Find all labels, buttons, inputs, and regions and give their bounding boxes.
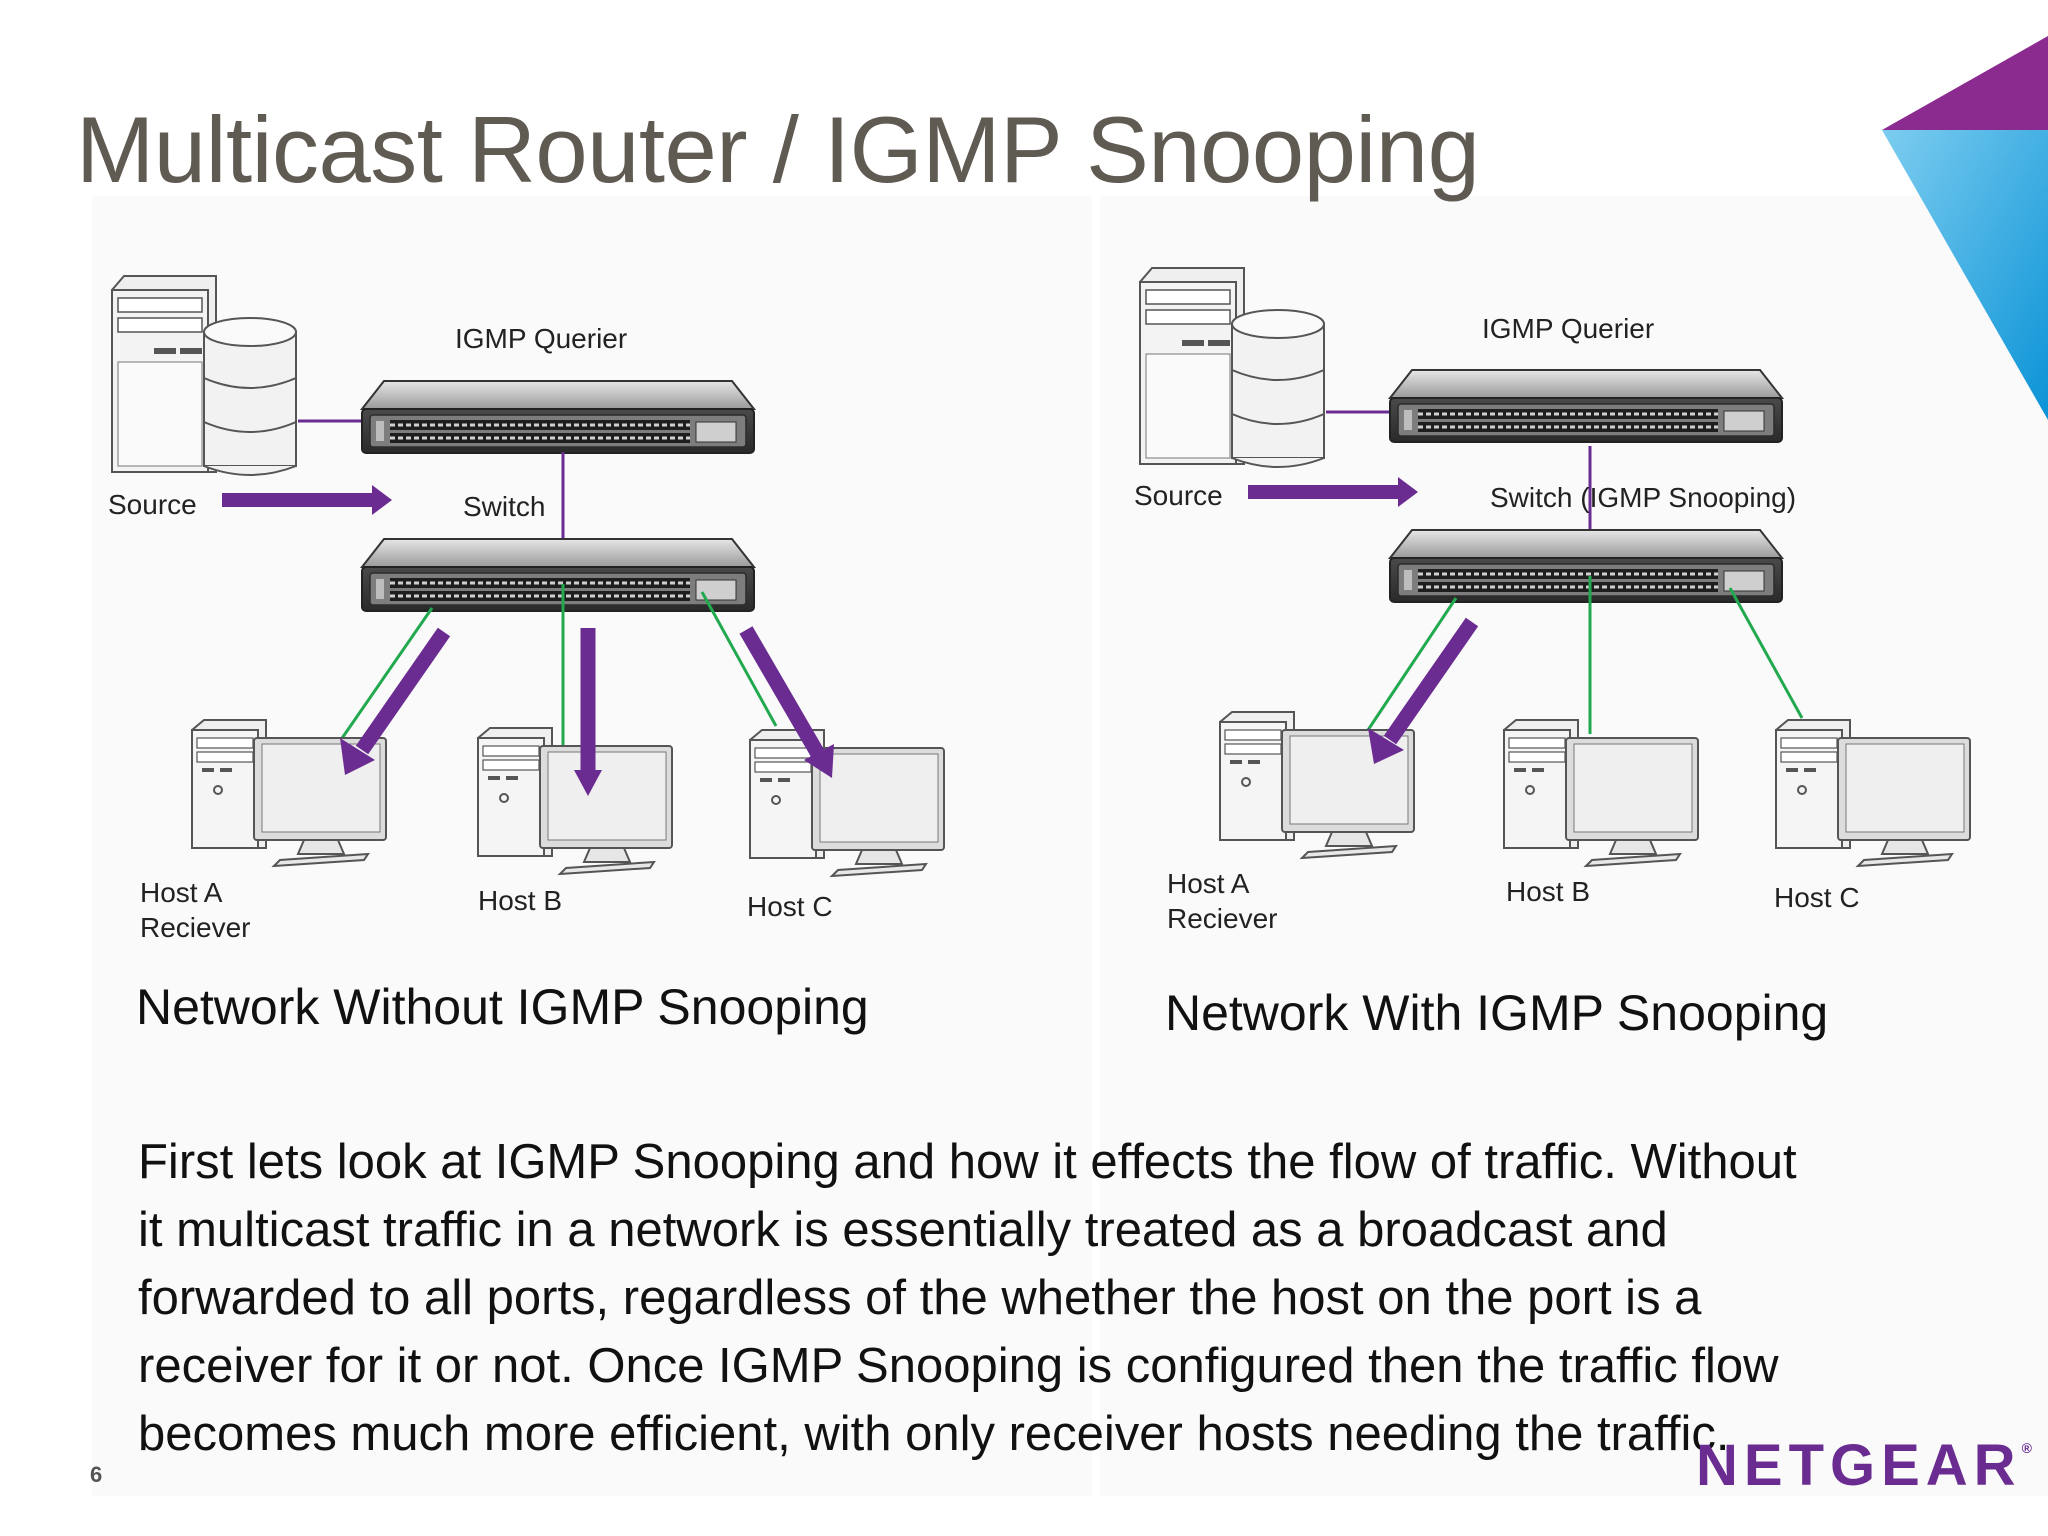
logo-text: NETGEAR	[1696, 1433, 2022, 1498]
left-switch-icon	[360, 537, 756, 613]
right-host-b-computer-icon	[1503, 719, 1699, 867]
left-host-c-computer-icon	[749, 729, 945, 877]
right-host-c-computer-icon	[1775, 719, 1971, 867]
right-host-c-label: Host C	[1774, 882, 1860, 913]
netgear-logo: NETGEAR®	[1696, 1432, 2032, 1499]
left-source-arrow-icon	[222, 485, 392, 515]
left-diagram	[111, 275, 945, 877]
body-line: receiver for it or not. Once IGMP Snoopi…	[138, 1339, 1779, 1393]
right-diagram	[1139, 267, 1971, 867]
right-querier-switch-icon	[1388, 368, 1784, 444]
right-source-label: Source	[1134, 480, 1223, 511]
left-host-a-computer-icon	[191, 719, 387, 867]
right-source-server-icon	[1139, 267, 1325, 468]
body-line: forwarded to all ports, regardless of th…	[138, 1271, 1702, 1325]
left-host-a-label: Host A	[140, 877, 223, 908]
left-host-b-computer-icon	[477, 727, 673, 875]
body-line: it multicast traffic in a network is ess…	[138, 1203, 1668, 1257]
right-host-b-label: Host B	[1506, 876, 1591, 907]
right-host-a-sub-label: Reciever	[1167, 903, 1278, 934]
left-switch-label: Switch	[463, 491, 546, 522]
right-querier-label: IGMP Querier	[1482, 313, 1655, 344]
right-diagram-caption: Network With IGMP Snooping	[1165, 985, 1829, 1041]
left-source-server-icon	[111, 275, 297, 476]
left-querier-switch-icon	[360, 379, 756, 455]
right-snooping-switch-icon	[1388, 528, 1784, 604]
body-line: becomes much more efficient, with only r…	[138, 1407, 1730, 1461]
left-querier-label: IGMP Querier	[455, 323, 628, 354]
left-diagram-caption: Network Without IGMP Snooping	[136, 979, 869, 1035]
left-source-label: Source	[108, 489, 197, 520]
right-source-arrow-icon	[1248, 477, 1418, 507]
right-host-a-computer-icon	[1219, 711, 1415, 859]
left-host-b-label: Host B	[478, 885, 563, 916]
slide-title: Multicast Router / IGMP Snooping	[76, 97, 1480, 202]
right-host-a-label: Host A	[1167, 868, 1250, 899]
right-switch-label: Switch (IGMP Snooping)	[1490, 482, 1797, 513]
left-host-c-label: Host C	[747, 891, 833, 922]
body-line: First lets look at IGMP Snooping and how…	[138, 1135, 1797, 1189]
corner-blue-triangle	[1882, 130, 2048, 420]
page-number: 6	[90, 1462, 103, 1487]
body-paragraph: First lets look at IGMP Snooping and how…	[138, 1128, 1918, 1468]
left-host-a-sub-label: Reciever	[140, 912, 251, 943]
logo-registered-mark: ®	[2021, 1440, 2032, 1456]
corner-purple-triangle	[1882, 36, 2048, 130]
